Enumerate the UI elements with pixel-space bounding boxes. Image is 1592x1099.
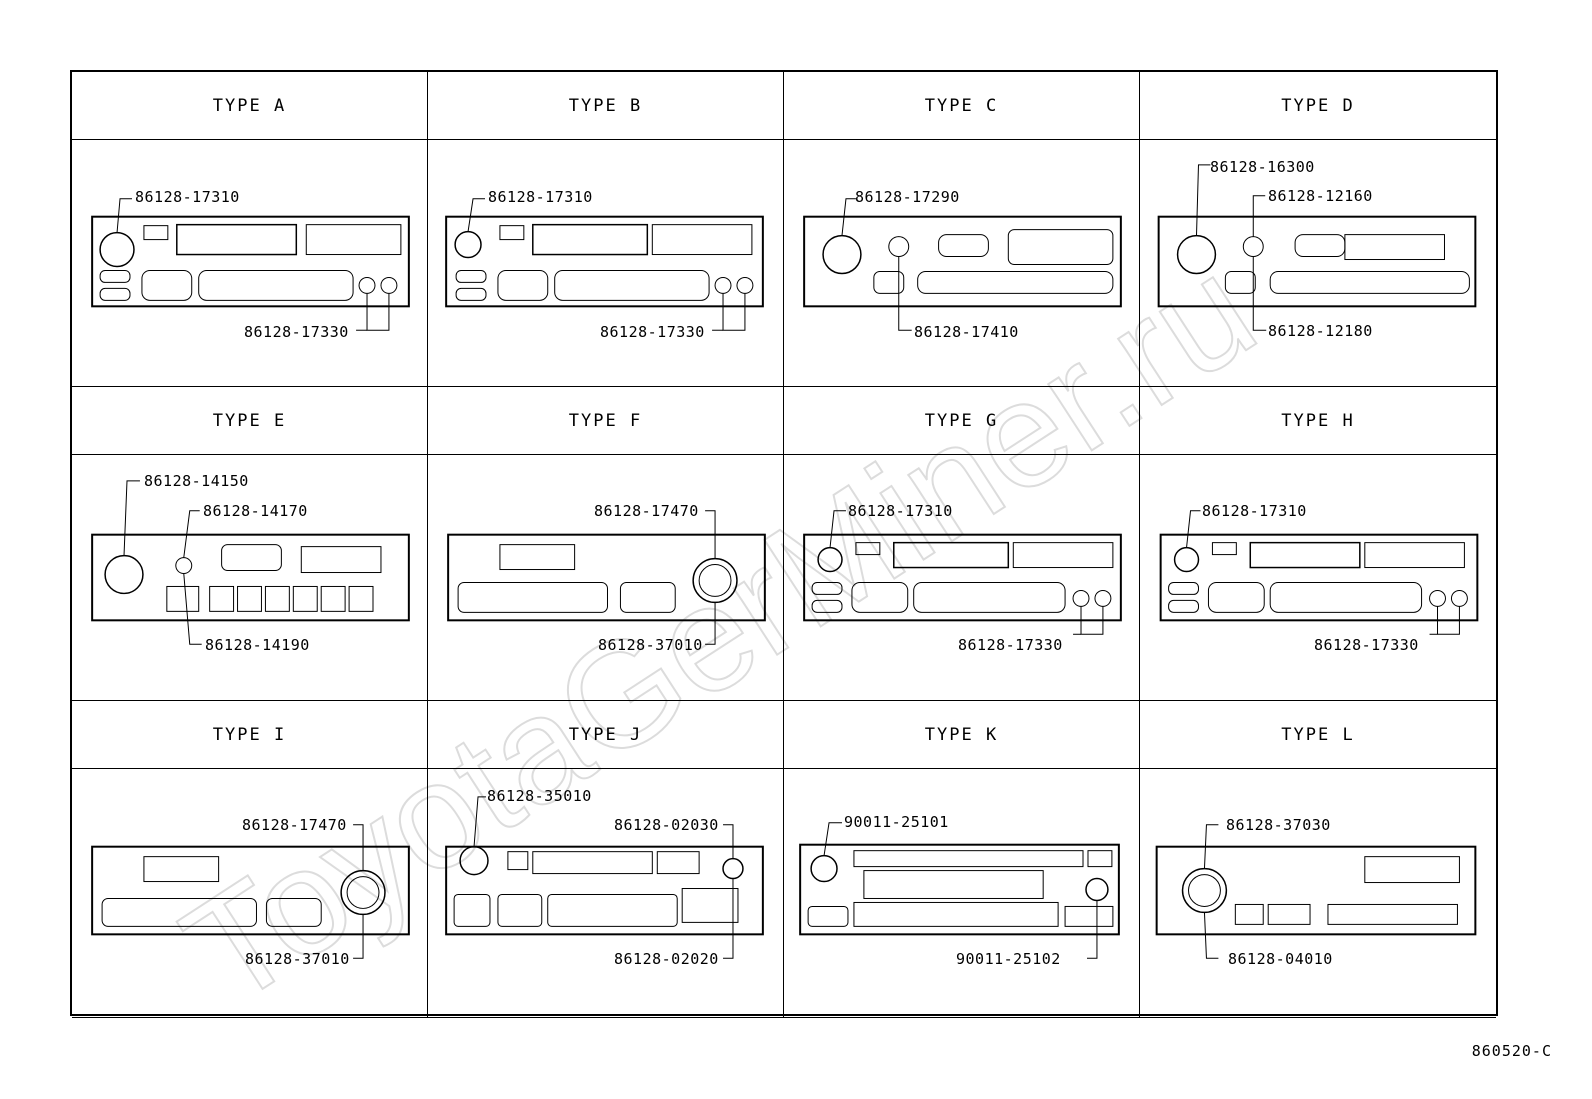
- type-e-radio-drawing: [91, 480, 410, 645]
- type-c-radio-drawing: [803, 198, 1122, 331]
- type-j-cell: 86128-35010 86128-02030 86128-02020: [428, 769, 784, 1018]
- type-e-cell: 86128-14150 86128-14170 86128-14190: [72, 455, 428, 701]
- type-b-cell: 86128-17310 86128-17330: [428, 140, 784, 387]
- part-number: 86128-17310: [848, 502, 953, 520]
- type-f-radio-drawing: [447, 510, 766, 645]
- type-h-cell: 86128-17310 86128-17330: [1140, 455, 1496, 701]
- part-number: 86128-17330: [244, 323, 349, 341]
- part-number: 86128-04010: [1228, 950, 1333, 968]
- part-number: 86128-17310: [488, 188, 593, 206]
- type-g-cell: 86128-17310 86128-17330: [784, 455, 1140, 701]
- type-k-radio-drawing: [799, 822, 1120, 959]
- part-number: 86128-17470: [242, 816, 347, 834]
- type-a-cell: 86128-17310 86128-17330: [72, 140, 428, 387]
- part-number: 86128-12160: [1268, 187, 1373, 205]
- part-number: 86128-37010: [245, 950, 350, 968]
- part-number: 86128-37030: [1226, 816, 1331, 834]
- part-number: 86128-17470: [594, 502, 699, 520]
- part-number: 90011-25101: [844, 813, 949, 831]
- type-g-header: TYPE G: [784, 387, 1140, 455]
- type-b-header: TYPE B: [428, 72, 784, 140]
- type-a-radio-drawing: [91, 198, 410, 331]
- type-d-cell: 86128-16300 86128-12160 86128-12180: [1140, 140, 1496, 387]
- type-c-cell: 86128-17290 86128-17410: [784, 140, 1140, 387]
- type-b-radio-drawing: [445, 198, 764, 331]
- type-h-radio-drawing: [1159, 510, 1479, 635]
- part-number: 86128-14170: [203, 502, 308, 520]
- part-number: 86128-17310: [135, 188, 240, 206]
- type-f-header: TYPE F: [428, 387, 784, 455]
- part-number: 86128-17330: [1314, 636, 1419, 654]
- part-number: 86128-16300: [1210, 158, 1315, 176]
- part-number: 86128-17290: [855, 188, 960, 206]
- type-e-header: TYPE E: [72, 387, 428, 455]
- type-l-cell: 86128-37030 86128-04010: [1140, 769, 1496, 1018]
- type-j-header: TYPE J: [428, 701, 784, 769]
- type-l-radio-drawing: [1155, 824, 1477, 959]
- type-k-header: TYPE K: [784, 701, 1140, 769]
- part-number: 90011-25102: [956, 950, 1061, 968]
- part-number: 86128-17410: [914, 323, 1019, 341]
- part-number: 86128-17310: [1202, 502, 1307, 520]
- type-f-cell: 86128-17470 86128-37010: [428, 455, 784, 701]
- part-number: 86128-17330: [958, 636, 1063, 654]
- type-d-header: TYPE D: [1140, 72, 1496, 140]
- part-number: 86128-37010: [598, 636, 703, 654]
- part-number: 86128-14150: [144, 472, 249, 490]
- type-h-header: TYPE H: [1140, 387, 1496, 455]
- type-i-radio-drawing: [91, 824, 410, 959]
- part-number: 86128-12180: [1268, 322, 1373, 340]
- type-i-header: TYPE I: [72, 701, 428, 769]
- drawing-reference-number: 860520-C: [1471, 1042, 1552, 1060]
- part-number: 86128-14190: [205, 636, 310, 654]
- type-j-radio-drawing: [445, 796, 764, 959]
- type-d-radio-drawing: [1157, 164, 1477, 331]
- part-number: 86128-35010: [487, 787, 592, 805]
- part-number: 86128-02020: [614, 950, 719, 968]
- type-l-header: TYPE L: [1140, 701, 1496, 769]
- type-c-header: TYPE C: [784, 72, 1140, 140]
- part-number: 86128-17330: [600, 323, 705, 341]
- part-number: 86128-02030: [614, 816, 719, 834]
- type-k-cell: 90011-25101 90011-25102: [784, 769, 1140, 1018]
- type-i-cell: 86128-17470 86128-37010: [72, 769, 428, 1018]
- type-a-header: TYPE A: [72, 72, 428, 140]
- radio-types-table: TYPE A TYPE B TYPE C TYPE D 86128-17310 …: [70, 70, 1498, 1018]
- type-g-radio-drawing: [803, 510, 1122, 635]
